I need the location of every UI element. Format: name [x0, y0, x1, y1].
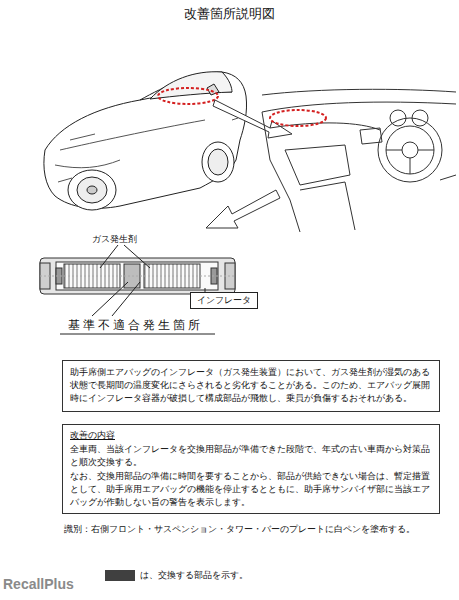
car-illustration — [44, 72, 247, 210]
pointer-arrow — [206, 190, 280, 228]
box-text: 全車両、当該インフレータを交換用部品が準備できた段階で、年式の古い車両から対策品… — [70, 443, 432, 469]
dashboard-illustration — [262, 89, 456, 232]
box-text: 助手席側エアバッグのインフレータ（ガス発生装置）において、ガス発生剤が湿気のある… — [70, 366, 432, 406]
description-box: 助手席側エアバッグのインフレータ（ガス発生装置）において、ガス発生剤が湿気のある… — [62, 360, 440, 412]
improvement-box: 改善の内容全車両、当該インフレータを交換用部品が準備できた段階で、年式の古い車両… — [62, 424, 440, 514]
highlight-ellipse — [270, 110, 326, 126]
part-label-box: インフレータ — [190, 292, 258, 309]
page-title: 改善箇所説明図 — [184, 6, 275, 22]
legend-text: は、交換する部品を示す。 — [140, 570, 248, 581]
leader-line — [60, 245, 215, 334]
highlight-ellipse — [158, 88, 218, 104]
defect-location-label: 基準不適合発生箇所 — [68, 318, 203, 333]
identification-note: 識別：右側フロント・サスペンション・タワー・バーのプレートに白ペンを塗布する。 — [64, 524, 415, 535]
box-heading: 改善の内容 — [70, 429, 432, 442]
part-label: ガス発生剤 — [92, 234, 137, 245]
inflator-drawing — [40, 258, 235, 294]
box-text: なお、交換用部品の準備に時間を要することから、部品が供給できない場合は、暫定措置… — [70, 470, 432, 510]
pointer-arrow — [213, 100, 292, 138]
legend-swatch — [105, 570, 135, 581]
box-text: インフレータ — [197, 294, 251, 307]
watermark: RecallPlus — [3, 576, 74, 594]
